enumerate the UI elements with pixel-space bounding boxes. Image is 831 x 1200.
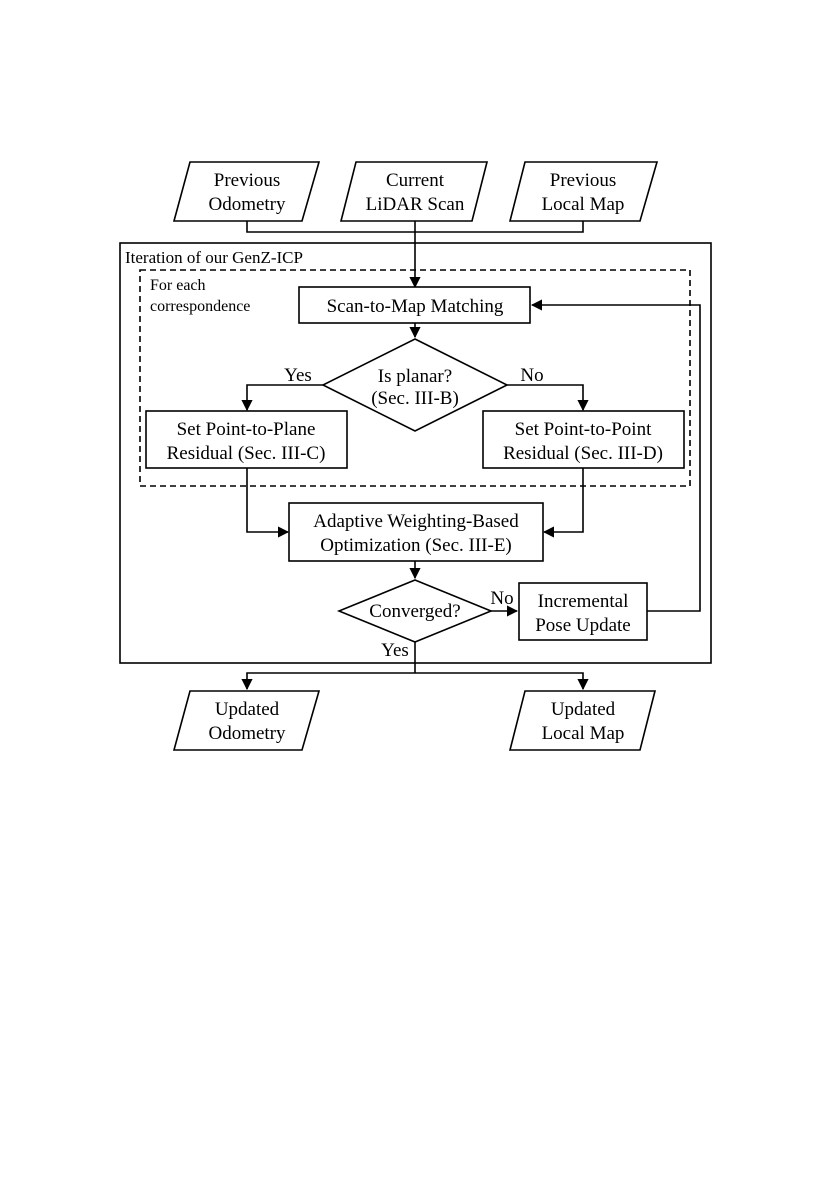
arrow-point-to-optimization (542, 468, 584, 538)
point-to-plane-box: Set Point-to-Plane Residual (Sec. III-C) (145, 410, 348, 469)
svg-text:Residual (Sec. III-D): Residual (Sec. III-D) (503, 443, 663, 464)
converged-decision: Converged? (336, 579, 494, 643)
svg-text:Residual (Sec. III-C): Residual (Sec. III-C) (167, 443, 326, 464)
arrow-plane-to-optimization (246, 468, 290, 538)
optimization-box: Adaptive Weighting-Based Optimization (S… (288, 502, 544, 562)
svg-text:Scan-to-Map Matching: Scan-to-Map Matching (327, 296, 504, 317)
converged-no-label: No (490, 588, 513, 609)
input-previous-local-map: Previous Local Map (508, 161, 659, 222)
svg-text:Adaptive Weighting-Based: Adaptive Weighting-Based (313, 511, 519, 532)
svg-text:Set Point-to-Plane: Set Point-to-Plane (177, 419, 316, 440)
arrow-no-branch (507, 384, 589, 412)
iteration-label: Iteration of our GenZ-ICP (125, 248, 303, 267)
arrow-feedback-loop (530, 299, 701, 612)
svg-text:(Sec. III-B): (Sec. III-B) (371, 388, 459, 409)
arrow-to-updated-local-map (415, 672, 589, 691)
converged-yes-label: Yes (381, 640, 409, 661)
scan-to-map-matching-box: Scan-to-Map Matching (298, 286, 531, 324)
svg-text:Updated: Updated (215, 699, 280, 720)
svg-text:Converged?: Converged? (369, 601, 460, 622)
svg-text:Odometry: Odometry (208, 194, 286, 215)
svg-text:Local Map: Local Map (542, 723, 625, 744)
planar-yes-label: Yes (284, 365, 312, 386)
output-updated-local-map: Updated Local Map (508, 690, 657, 751)
svg-text:Updated: Updated (551, 699, 616, 720)
correspondence-label-line2: correspondence (150, 298, 250, 315)
output-updated-odometry: Updated Odometry (172, 690, 321, 751)
planar-no-label: No (520, 365, 543, 386)
is-planar-decision: Is planar? (Sec. III-B) (321, 338, 509, 432)
svg-text:Set Point-to-Point: Set Point-to-Point (515, 419, 652, 440)
svg-text:Incremental: Incremental (538, 591, 629, 612)
correspondence-label-line1: For each (150, 277, 206, 294)
svg-text:Local Map: Local Map (542, 194, 625, 215)
svg-text:Previous: Previous (214, 170, 281, 191)
arrow-to-updated-odometry (241, 672, 415, 691)
svg-text:Current: Current (386, 170, 445, 191)
svg-text:Pose Update: Pose Update (535, 615, 631, 636)
point-to-point-box: Set Point-to-Point Residual (Sec. III-D) (482, 410, 685, 469)
svg-text:Optimization (Sec. III-E): Optimization (Sec. III-E) (320, 535, 512, 556)
svg-text:Is planar?: Is planar? (378, 366, 452, 387)
svg-text:Odometry: Odometry (208, 723, 286, 744)
svg-text:LiDAR Scan: LiDAR Scan (366, 194, 465, 215)
pose-update-box: Incremental Pose Update (518, 582, 648, 641)
arrow-yes-branch (241, 384, 323, 412)
input-previous-odometry: Previous Odometry (172, 161, 321, 222)
svg-text:Previous: Previous (550, 170, 617, 191)
input-lidar-scan: Current LiDAR Scan (339, 161, 489, 222)
